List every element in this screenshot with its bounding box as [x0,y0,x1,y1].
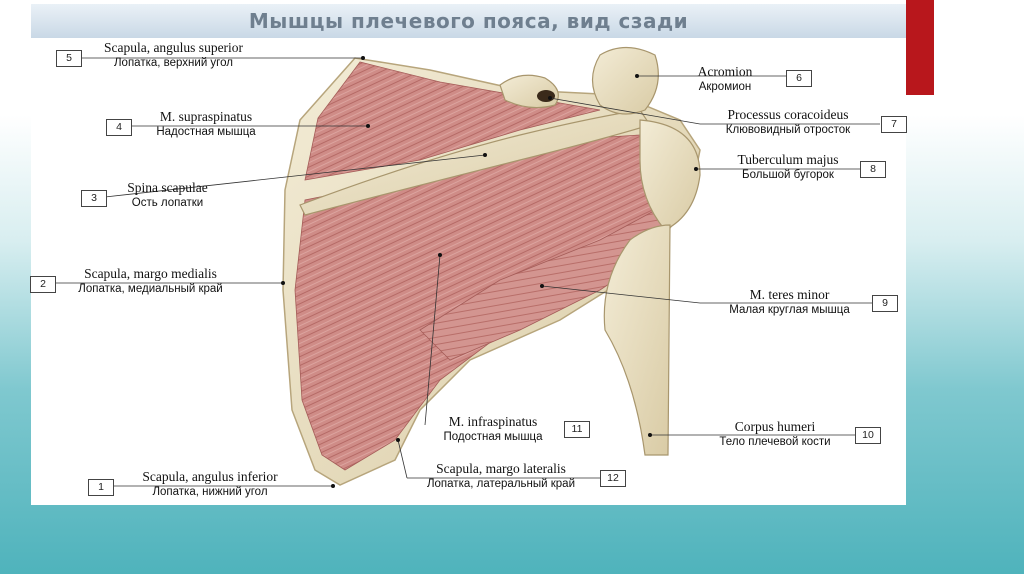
label-number-box: 1 [88,479,114,496]
label-number-box: 10 [855,427,881,444]
label-scapula-angulus-inferior: Scapula, angulus inferior Лопатка, нижни… [120,469,300,500]
label-spina-scapulae: Spina scapulae Ость лопатки [110,180,225,211]
russian-term: Тело плечевой кости [700,435,850,450]
latin-term: Scapula, margo lateralis [405,461,597,477]
label-number-box: 8 [860,161,886,178]
label-number-box: 4 [106,119,132,136]
label-number-box: 2 [30,276,56,293]
label-acromion: Acromion Акромион [680,64,770,95]
latin-term: Acromion [680,64,770,80]
latin-term: M. supraspinatus [136,109,276,125]
latin-term: Spina scapulae [110,180,225,196]
latin-term: Tuberculum majus [718,152,858,168]
latin-term: Corpus humeri [700,419,850,435]
russian-term: Акромион [680,80,770,95]
russian-term: Ость лопатки [110,196,225,211]
label-m-supraspinatus: M. supraspinatus Надостная мышца [136,109,276,140]
label-number-box: 9 [872,295,898,312]
label-number-box: 3 [81,190,107,207]
label-number-box: 11 [564,421,590,438]
russian-term: Лопатка, верхний угол [86,56,261,71]
label-number-box: 12 [600,470,626,487]
label-number-box: 5 [56,50,82,67]
label-m-teres-minor: M. teres minor Малая круглая мышца [712,287,867,318]
label-number-box: 7 [881,116,907,133]
russian-term: Клювовидный отросток [703,123,873,138]
label-number-box: 6 [786,70,812,87]
russian-term: Лопатка, медиальный край [58,282,243,297]
russian-term: Лопатка, нижний угол [120,485,300,500]
russian-term: Лопатка, латеральный край [405,477,597,492]
latin-term: M. teres minor [712,287,867,303]
latin-term: Scapula, angulus inferior [120,469,300,485]
russian-term: Надостная мышца [136,125,276,140]
latin-term: Processus coracoideus [703,107,873,123]
label-scapula-angulus-superior: Scapula, angulus superior Лопатка, верхн… [86,40,261,71]
russian-term: Малая круглая мышца [712,303,867,318]
latin-term: Scapula, margo medialis [58,266,243,282]
label-scapula-margo-lateralis: Scapula, margo lateralis Лопатка, латера… [405,461,597,492]
latin-term: Scapula, angulus superior [86,40,261,56]
acromion-bone [593,48,659,115]
latin-term: M. infraspinatus [428,414,558,430]
russian-term: Подостная мышца [428,430,558,445]
label-processus-coracoideus: Processus coracoideus Клювовидный отрост… [703,107,873,138]
label-corpus-humeri: Corpus humeri Тело плечевой кости [700,419,850,450]
label-tuberculum-majus: Tuberculum majus Большой бугорок [718,152,858,183]
label-scapula-margo-medialis: Scapula, margo medialis Лопатка, медиаль… [58,266,243,297]
label-m-infraspinatus: M. infraspinatus Подостная мышца [428,414,558,445]
russian-term: Большой бугорок [718,168,858,183]
